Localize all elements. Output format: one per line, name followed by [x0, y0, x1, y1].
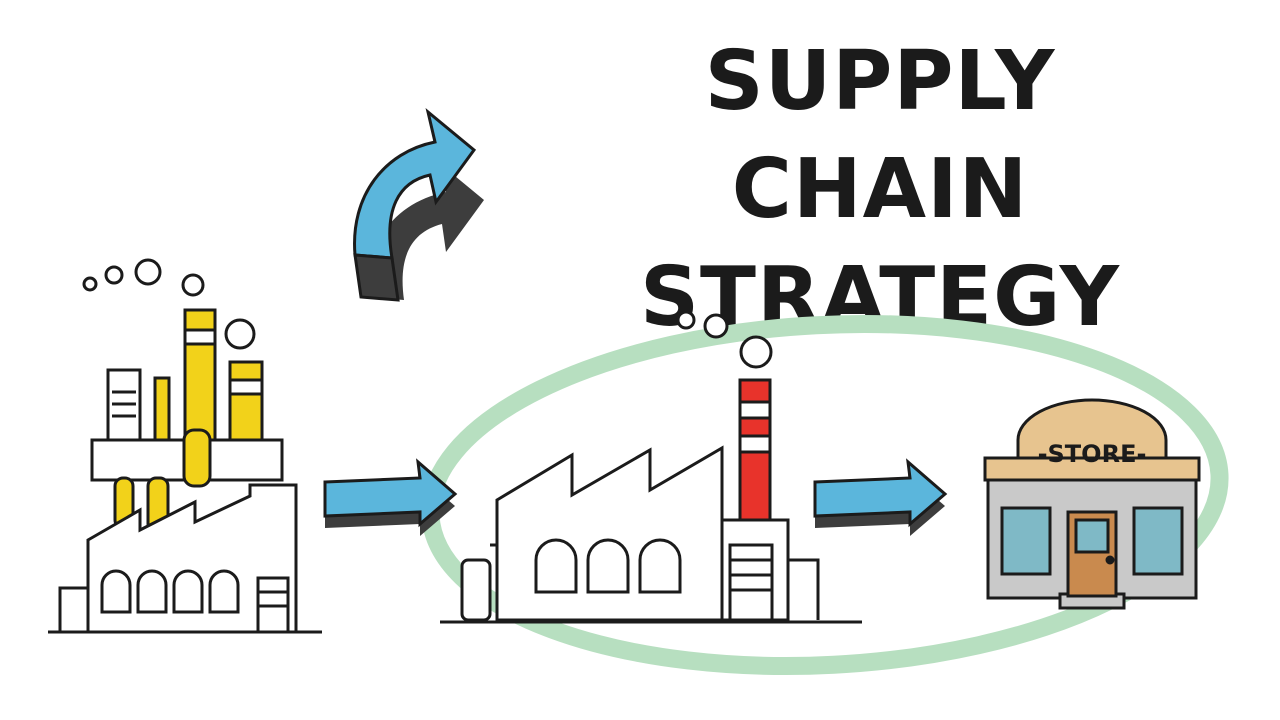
page-title: SUPPLY CHAIN STRATEGY	[560, 28, 1200, 352]
smoke-icon	[676, 310, 773, 369]
right-arrow-icon	[323, 458, 458, 536]
store-sign: -STORE-	[1038, 440, 1147, 468]
smoke-icon	[82, 258, 256, 350]
factory-icon	[48, 258, 322, 634]
title-line-1: SUPPLY CHAIN	[704, 34, 1056, 237]
factory-icon	[440, 310, 862, 624]
store-icon	[983, 398, 1201, 610]
right-arrow-icon	[813, 458, 948, 536]
curved-arrow-icon	[353, 108, 484, 302]
